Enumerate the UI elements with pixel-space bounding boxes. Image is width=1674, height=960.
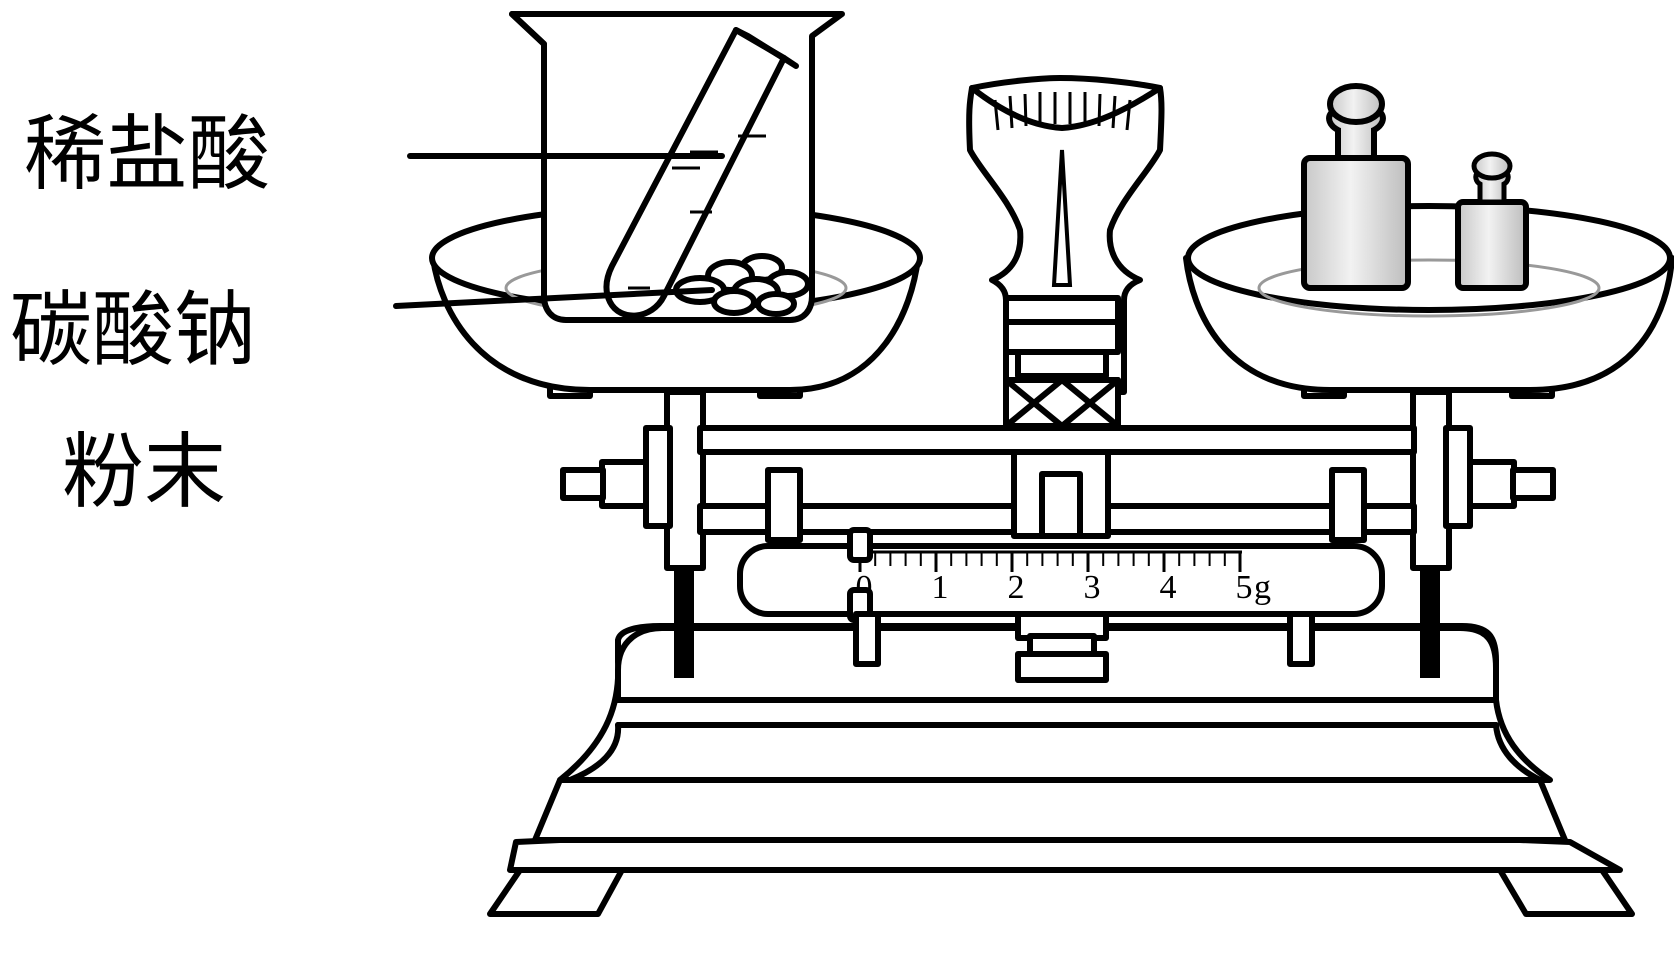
right-pan <box>1183 203 1674 399</box>
bottom-slab <box>507 837 1623 873</box>
pointer-needle <box>1051 149 1073 287</box>
scale-plate <box>737 543 1385 617</box>
right-pan-rim <box>1185 203 1673 313</box>
label-sodium-carbonate-line1: 碳酸钠 <box>10 283 256 378</box>
dial-arc <box>969 85 1163 131</box>
scale-tick-labels: 0 1 2 3 4 5 g <box>856 569 1272 606</box>
left-post <box>674 560 694 678</box>
beaker <box>509 11 845 323</box>
tick-label-2: 2 <box>1008 569 1025 606</box>
right-knob-outer <box>1510 467 1556 501</box>
weight-small-body <box>1455 199 1529 291</box>
pointer-base <box>1003 377 1121 429</box>
tick-label-5: 5 <box>1236 569 1253 606</box>
weight-small <box>1455 151 1529 291</box>
plinth <box>532 777 1568 843</box>
beam-stop-right <box>1329 467 1367 543</box>
pivot-lower-3 <box>1015 651 1109 683</box>
weight-large-knob <box>1327 83 1385 125</box>
rider-scale: 0 1 2 3 4 5 g <box>737 527 1385 683</box>
label-hydrochloric-acid: 稀盐酸 <box>24 107 270 202</box>
pointer-base-x <box>1003 377 1121 429</box>
right-pan-support <box>1410 389 1556 571</box>
weight-large-body <box>1301 155 1411 291</box>
leader-sodium-carbonate <box>393 287 715 309</box>
left-knob-outer <box>560 467 606 501</box>
right-pan-inner <box>1257 258 1601 318</box>
beaker-spout <box>509 11 547 47</box>
center-slot <box>1039 471 1083 539</box>
test-tube <box>603 27 799 319</box>
pointer-assembly <box>966 75 1165 429</box>
tick-label-3: 3 <box>1084 569 1101 606</box>
weight-small-knob <box>1471 151 1513 181</box>
beam-stop-left <box>765 467 803 543</box>
test-tube-lip <box>733 27 799 69</box>
left-foot <box>487 867 625 917</box>
pointer-block-1 <box>1003 295 1121 325</box>
scale-ticks <box>858 552 1242 572</box>
label-sodium-carbonate-line2: 粉末 <box>62 425 226 520</box>
right-post <box>1420 560 1440 678</box>
base-curve-right <box>1493 722 1543 783</box>
left-knob-inner <box>599 459 649 509</box>
pointer-block-3 <box>1015 349 1109 379</box>
pointer-base-x2 <box>1003 377 1121 429</box>
right-knob-inner <box>1467 459 1517 509</box>
lower-stud-right <box>1287 611 1315 667</box>
tick-label-1: 1 <box>932 569 949 606</box>
test-tube-body <box>603 27 787 319</box>
left-bracket <box>643 425 673 529</box>
weight-large <box>1301 83 1411 291</box>
pointer-block-2 <box>1003 319 1121 355</box>
left-pan-support <box>560 389 706 571</box>
right-foot <box>1497 867 1635 917</box>
scale-unit: g <box>1254 569 1271 606</box>
tick-label-4: 4 <box>1160 569 1177 606</box>
balance-beam <box>697 425 1417 543</box>
lower-stud-left <box>853 611 881 667</box>
beam-upper <box>697 425 1417 455</box>
base-curve-left <box>567 722 622 783</box>
right-bracket <box>1443 425 1473 529</box>
